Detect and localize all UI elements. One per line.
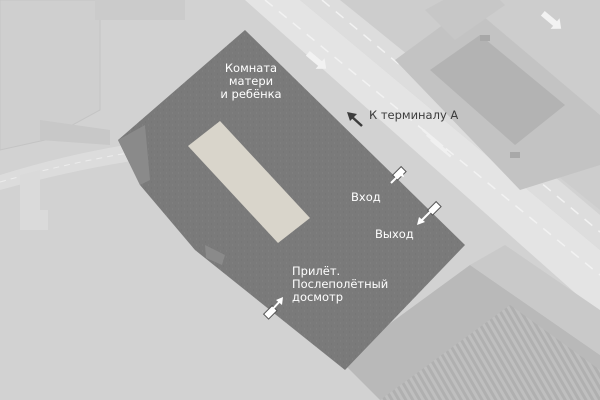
inner-courtyard (188, 121, 310, 243)
small-building (40, 120, 110, 145)
arrow-up-left-icon (347, 112, 363, 127)
entrance-arrow-icon (390, 170, 404, 184)
exit-arrow-icon (417, 209, 433, 225)
parking-stub (20, 170, 48, 230)
mother-child-room-label: Комната матери и ребёнка (220, 61, 282, 101)
main-road (245, 0, 600, 315)
crosswalk (422, 128, 452, 158)
left-building (0, 0, 100, 150)
entrance-label: Вход (351, 190, 381, 204)
to-terminal-label: К терминалу А (369, 108, 459, 122)
top-left-building (95, 0, 185, 20)
arrival-control-label: Прилёт. Послеполётный досмотр (292, 264, 389, 304)
exit-label: Выход (375, 227, 414, 241)
arrival-arrow-icon (269, 297, 283, 313)
